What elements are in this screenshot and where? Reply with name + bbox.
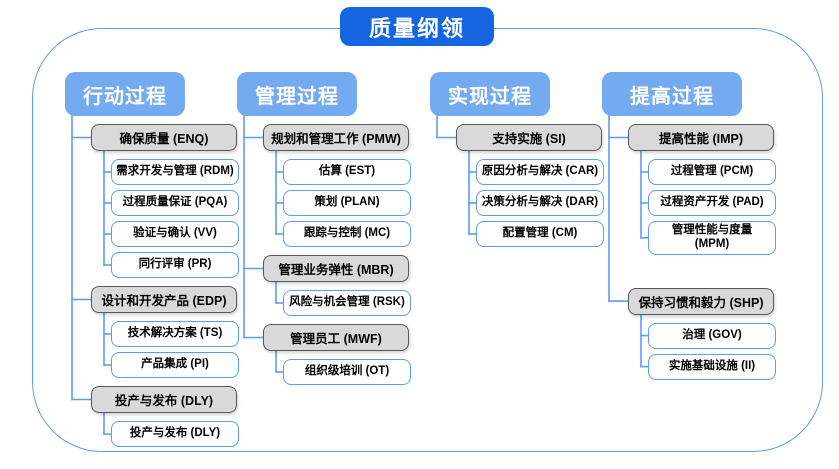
group-mbr-children: 风险与机会管理 (RSK) xyxy=(283,290,411,316)
node-est: 估算 (EST) xyxy=(283,159,411,185)
group-mbr: 管理业务弹性 (MBR) 风险与机会管理 (RSK) xyxy=(263,255,411,316)
diagram-title: 质量纲领 xyxy=(340,7,494,46)
node-rdm: 需求开发与管理 (RDM) xyxy=(111,159,239,185)
group-pmw: 规划和管理工作 (PMW) 估算 (EST) 策划 (PLAN) 跟踪与控制 (… xyxy=(263,124,411,247)
column-management-process: 管理过程 规划和管理工作 (PMW) 估算 (EST) 策划 (PLAN) 跟踪… xyxy=(237,72,411,385)
node-pcm: 过程管理 (PCM) xyxy=(648,159,776,185)
node-cm: 配置管理 (CM) xyxy=(476,221,604,247)
column-realization-process: 实现过程 支持实施 (SI) 原因分析与解决 (CAR) 决策分析与解决 (DA… xyxy=(430,72,604,247)
group-dly: 投产与发布 (DLY) 投产与发布 (DLY) xyxy=(91,386,239,447)
node-pad: 过程资产开发 (PAD) xyxy=(648,190,776,216)
node-ts: 技术解决方案 (TS) xyxy=(111,321,239,347)
node-dly-sub: 投产与发布 (DLY) xyxy=(111,421,239,447)
node-plan: 策划 (PLAN) xyxy=(283,190,411,216)
group-enq: 确保质量 (ENQ) 需求开发与管理 (RDM) 过程质量保证 (PQA) 验证… xyxy=(91,124,239,278)
group-imp-children: 过程管理 (PCM) 过程资产开发 (PAD) 管理性能与度量 (MPM) xyxy=(648,159,776,255)
node-mbr: 管理业务弹性 (MBR) xyxy=(263,255,409,282)
node-dly: 投产与发布 (DLY) xyxy=(91,386,237,413)
node-mwf: 管理员工 (MWF) xyxy=(263,324,409,351)
column-header-management-process: 管理过程 xyxy=(237,72,357,116)
node-pr: 同行评审 (PR) xyxy=(111,252,239,278)
node-dar: 决策分析与解决 (DAR) xyxy=(476,190,604,216)
node-pqa: 过程质量保证 (PQA) xyxy=(111,190,239,216)
group-si-children: 原因分析与解决 (CAR) 决策分析与解决 (DAR) 配置管理 (CM) xyxy=(476,159,604,247)
node-ii: 实施基础设施 (II) xyxy=(648,353,776,380)
group-edp: 设计和开发产品 (EDP) 技术解决方案 (TS) 产品集成 (PI) xyxy=(91,286,239,378)
group-si: 支持实施 (SI) 原因分析与解决 (CAR) 决策分析与解决 (DAR) 配置… xyxy=(456,124,604,247)
node-gov: 治理 (GOV) xyxy=(648,322,776,349)
group-edp-children: 技术解决方案 (TS) 产品集成 (PI) xyxy=(111,321,239,378)
group-pmw-children: 估算 (EST) 策划 (PLAN) 跟踪与控制 (MC) xyxy=(283,159,411,247)
node-rsk: 风险与机会管理 (RSK) xyxy=(283,290,411,316)
node-si: 支持实施 (SI) xyxy=(456,124,602,151)
node-imp: 提高性能 (IMP) xyxy=(628,124,774,151)
group-shp-children: 治理 (GOV) 实施基础设施 (II) xyxy=(648,322,776,380)
node-enq: 确保质量 (ENQ) xyxy=(91,124,237,151)
column-header-improvement-process: 提高过程 xyxy=(602,72,742,116)
node-shp: 保持习惯和毅力 (SHP) xyxy=(628,287,774,315)
group-imp: 提高性能 (IMP) 过程管理 (PCM) 过程资产开发 (PAD) 管理性能与… xyxy=(628,124,776,255)
column-improvement-process: 提高过程 提高性能 (IMP) 过程管理 (PCM) 过程资产开发 (PAD) … xyxy=(602,72,776,380)
node-pi: 产品集成 (PI) xyxy=(111,352,239,378)
group-enq-children: 需求开发与管理 (RDM) 过程质量保证 (PQA) 验证与确认 (VV) 同行… xyxy=(111,159,239,278)
group-shp: 保持习惯和毅力 (SHP) 治理 (GOV) 实施基础设施 (II) xyxy=(628,287,776,380)
node-vv: 验证与确认 (VV) xyxy=(111,221,239,247)
column-action-process: 行动过程 确保质量 (ENQ) 需求开发与管理 (RDM) 过程质量保证 (PQ… xyxy=(65,72,239,447)
group-dly-children: 投产与发布 (DLY) xyxy=(111,421,239,447)
column-header-realization-process: 实现过程 xyxy=(430,72,550,116)
node-car: 原因分析与解决 (CAR) xyxy=(476,159,604,185)
node-edp: 设计和开发产品 (EDP) xyxy=(91,286,237,313)
column-header-action-process: 行动过程 xyxy=(65,72,185,116)
group-mwf-children: 组织级培训 (OT) xyxy=(283,359,411,385)
node-mpm: 管理性能与度量 (MPM) xyxy=(648,221,776,255)
node-pmw: 规划和管理工作 (PMW) xyxy=(263,124,409,151)
group-mwf: 管理员工 (MWF) 组织级培训 (OT) xyxy=(263,324,411,385)
node-ot: 组织级培训 (OT) xyxy=(283,359,411,385)
node-mc: 跟踪与控制 (MC) xyxy=(283,221,411,247)
